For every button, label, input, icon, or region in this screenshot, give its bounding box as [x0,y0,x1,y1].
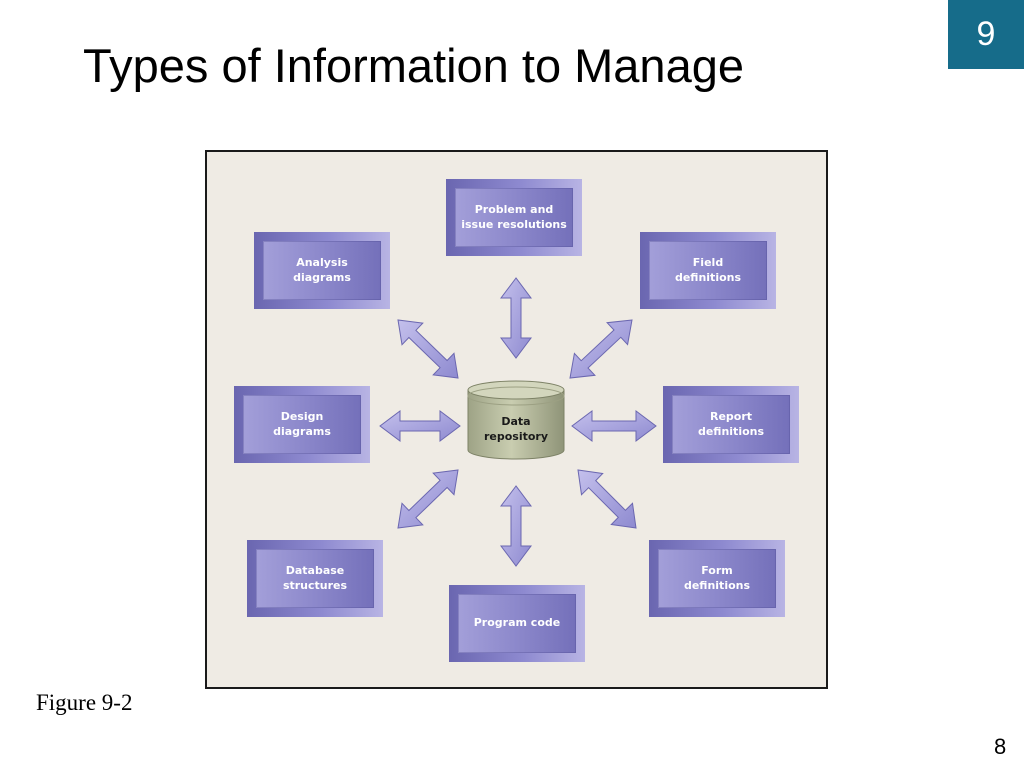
slide-title: Types of Information to Manage [83,39,744,92]
node-database-structures-label: Database structures [256,549,374,608]
node-report-definitions: Report definitions [663,386,799,463]
node-problem-resolutions-label: Problem and issue resolutions [455,188,573,247]
node-form-definitions: Form definitions [649,540,785,617]
arrow-analysis [397,319,459,379]
arrow-form [577,469,637,529]
data-repository-label: Data repository [483,415,549,443]
arrow-field [569,319,633,379]
data-repository-cylinder [467,380,565,460]
node-program-code-label: Program code [458,594,576,653]
arrow-database [397,469,459,529]
node-report-definitions-label: Report definitions [672,395,790,454]
node-field-definitions: Field definitions [640,232,776,309]
node-program-code: Program code [449,585,585,662]
arrow-program [500,485,532,567]
arrow-report [571,410,657,442]
node-analysis-diagrams-label: Analysis diagrams [263,241,381,300]
page-number: 8 [994,734,1007,759]
chapter-badge: 9 [948,0,1024,69]
arrow-problem [500,277,532,359]
node-analysis-diagrams: Analysis diagrams [254,232,390,309]
node-design-diagrams-label: Design diagrams [243,395,361,454]
node-form-definitions-label: Form definitions [658,549,776,608]
arrow-design [379,410,461,442]
node-problem-resolutions: Problem and issue resolutions [446,179,582,256]
node-database-structures: Database structures [247,540,383,617]
node-design-diagrams: Design diagrams [234,386,370,463]
node-field-definitions-label: Field definitions [649,241,767,300]
figure-caption: Figure 9-2 [36,690,133,715]
